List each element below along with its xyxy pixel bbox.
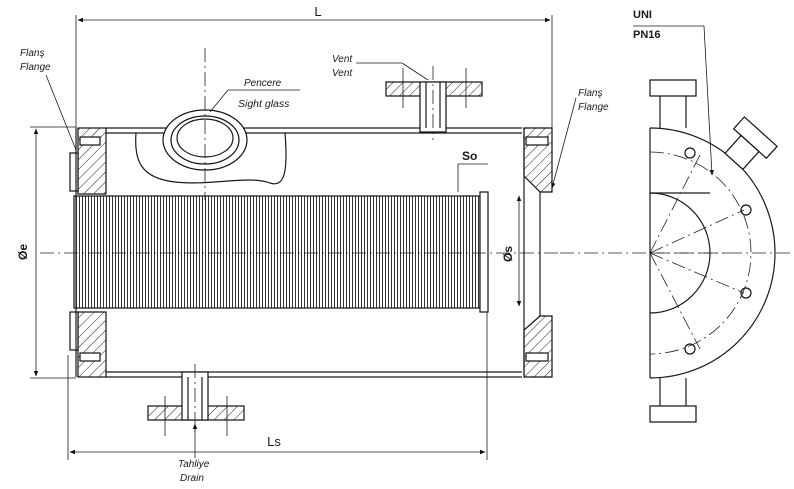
strainer-basket [40, 191, 560, 313]
dimension-so-label: So [462, 149, 477, 163]
flange-right-label-tr: Flanş [578, 88, 602, 99]
flange-left-label-en: Flange [20, 62, 51, 73]
sight-glass-label-en: Sight glass [238, 98, 290, 110]
strainer-body [69, 127, 553, 378]
vent-label-tr: Vent [332, 54, 353, 65]
drain-label-en: Drain [180, 473, 204, 484]
dimension-so: So [457, 149, 488, 192]
standard-label: UNI [633, 9, 652, 21]
dimension-os-label: Øs [501, 246, 515, 262]
side-view: UNI PN16 [560, 9, 790, 423]
drain-label-tr: Tahliye [178, 459, 210, 470]
dimension-ls-label: Ls [267, 434, 281, 449]
dimension-l: L [75, 4, 553, 135]
vent-nozzle: Vent Vent [332, 54, 483, 140]
dimension-os: Øs [501, 195, 522, 307]
drain-nozzle: Tahliye Drain [147, 364, 245, 484]
dimension-ls: Ls [67, 312, 488, 460]
sight-glass-label-tr: Pencere [244, 78, 282, 89]
flange-left-label-tr: Flanş [20, 48, 44, 59]
dimension-oe: Øe [16, 126, 76, 379]
pressure-label: PN16 [633, 29, 661, 41]
flange-left-callout: Flanş Flange [20, 48, 77, 151]
dimension-l-label: L [314, 4, 321, 19]
dimension-oe-label: Øe [16, 244, 30, 260]
vent-label-en: Vent [332, 68, 353, 79]
flange-right-label-en: Flange [578, 102, 609, 113]
flange-right-callout: Flanş Flange [551, 88, 609, 189]
sight-glass: Pencere Sight glass [135, 48, 300, 200]
